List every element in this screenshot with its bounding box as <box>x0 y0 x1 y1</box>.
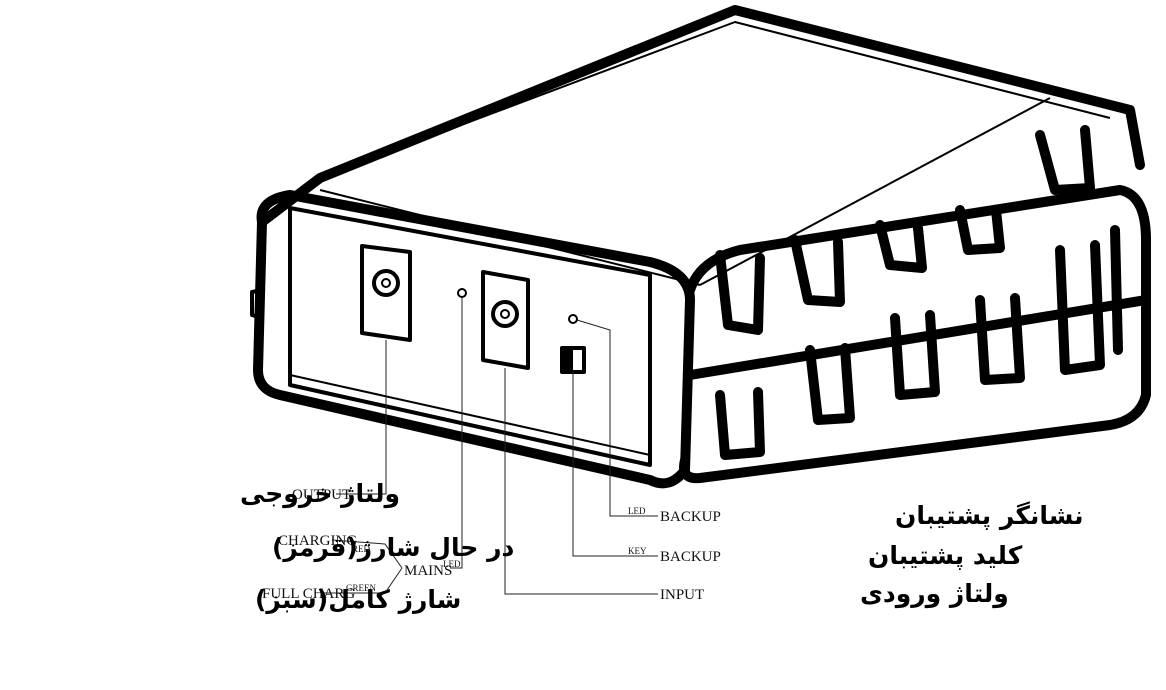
backup-led <box>568 314 578 324</box>
backup-switch-toggle <box>562 348 573 372</box>
label-input: INPUT <box>660 587 704 603</box>
rib-lower-5 <box>1055 240 1105 375</box>
rib-lower-3 <box>890 310 940 400</box>
leader-lines <box>324 298 658 595</box>
rib-lower-1 <box>715 387 765 460</box>
rib-upper-1 <box>715 250 765 335</box>
top-right-edge <box>699 97 1051 286</box>
label-red: RED <box>352 544 371 554</box>
side-nub <box>250 288 264 320</box>
rib-upper-4 <box>955 205 1005 255</box>
label-led-backup: LED <box>628 506 646 516</box>
persian-full-green: شارژ کامل(سبز) <box>255 585 461 615</box>
label-key: KEY <box>628 546 647 556</box>
leader-backup-led <box>576 319 658 517</box>
leader-charging-branch <box>331 539 403 569</box>
rib-upper-2 <box>790 235 845 307</box>
device-body <box>250 5 1151 489</box>
leader-output <box>336 340 387 495</box>
front-panel-bottom-line <box>289 374 651 456</box>
mains-led <box>457 288 467 298</box>
persian-backup-key: کلید پشتیبان <box>868 541 1023 570</box>
rib-lower-4 <box>975 293 1025 385</box>
output-jack-socket <box>372 269 400 297</box>
side-split-line <box>685 295 1151 380</box>
label-charging: CHARGING <box>278 533 357 549</box>
label-backup-key: BACKUP <box>660 549 721 565</box>
persian-backup-indicator: نشانگر پشتیبان <box>895 501 1084 531</box>
label-backup-led: BACKUP <box>660 509 721 525</box>
label-green: GREEN <box>346 583 376 593</box>
leader-backup-key <box>572 372 658 557</box>
leader-mains <box>450 298 463 569</box>
front-face-outline <box>253 190 695 489</box>
english-labels: OUTPUT CHARGING RED MAINS LED FULL CHARG… <box>262 487 721 603</box>
leader-full-branch <box>324 567 403 594</box>
persian-charging-red: در حال شارژ(قرمز) <box>272 533 514 563</box>
rib-lower-2 <box>805 343 855 425</box>
label-full-charg: FULL CHARG <box>262 586 355 602</box>
output-jack-pin <box>381 278 391 288</box>
persian-labels: ولتاژ خروجی در حال شارژ(قرمز) شارژ کامل(… <box>240 479 1084 615</box>
rib-upper-5 <box>1035 125 1095 195</box>
output-jack-panel <box>360 244 412 342</box>
top-inner-edge <box>314 21 1111 181</box>
input-jack-pin <box>500 309 510 319</box>
input-jack-panel <box>481 270 530 370</box>
rib-upper-3 <box>875 220 927 273</box>
label-mains-led: LED <box>443 559 461 569</box>
label-mains: MAINS <box>404 563 452 579</box>
persian-output-voltage: ولتاژ خروجی <box>240 479 400 509</box>
label-output: OUTPUT <box>292 487 351 503</box>
top-back-edge <box>257 5 1145 227</box>
rib-lower-6 <box>1110 225 1123 355</box>
leader-input <box>504 368 658 595</box>
input-jack-socket <box>491 300 519 328</box>
persian-input-voltage: ولتاژ ورودی <box>860 579 1009 609</box>
front-panel <box>288 206 652 467</box>
